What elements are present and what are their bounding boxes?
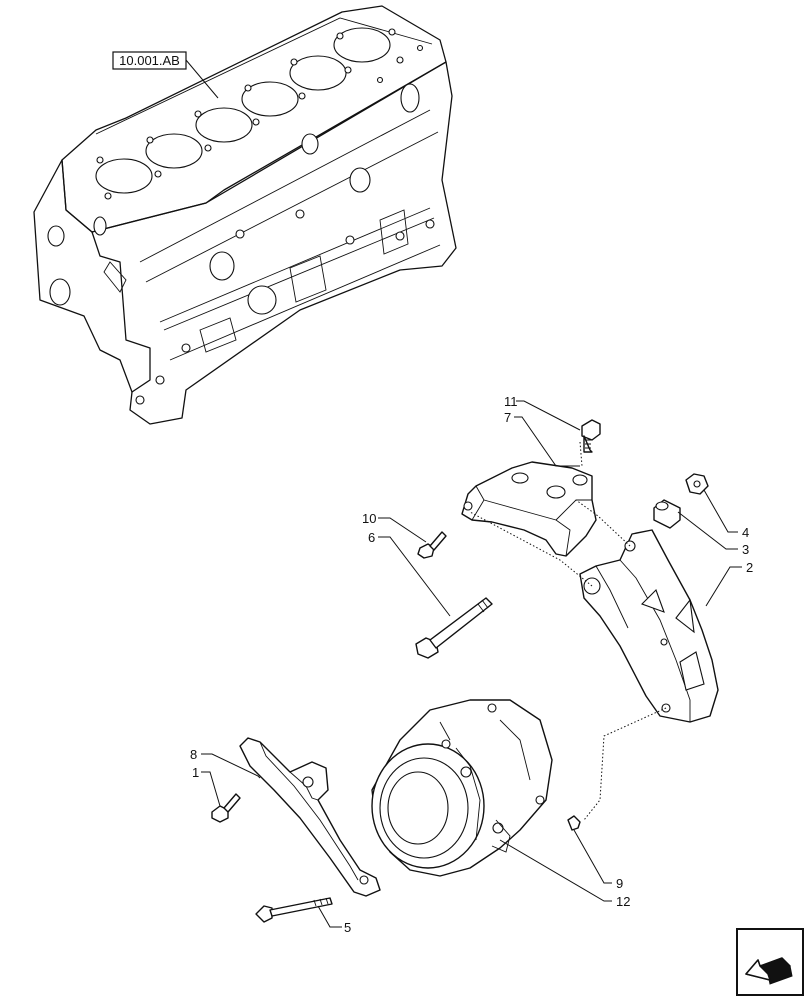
arrow-left-icon[interactable] <box>736 928 804 996</box>
callout-11: 11 <box>504 394 518 409</box>
cylinder-bores <box>95 27 391 194</box>
block-side-details <box>47 83 435 405</box>
upper-bracket <box>461 461 597 557</box>
callout-12: 12 <box>616 894 630 909</box>
callout-9: 9 <box>616 876 623 891</box>
bolt-11 <box>581 419 601 453</box>
reference-label: 10.001.AB <box>119 53 180 68</box>
bolt-10 <box>417 531 447 559</box>
assembly-dotted-lines <box>469 441 667 821</box>
callout-labels: 11 7 10 6 4 3 2 8 1 5 9 12 <box>190 394 753 935</box>
engine-block: 10.001.AB <box>33 5 457 425</box>
bolt-1 <box>211 793 241 823</box>
callout-10: 10 <box>362 511 376 526</box>
callout-8: 8 <box>190 747 197 762</box>
dowel-9 <box>567 815 581 831</box>
long-bolt-6 <box>415 597 493 659</box>
callout-3: 3 <box>742 542 749 557</box>
callout-6: 6 <box>368 530 375 545</box>
head-bolt-holes <box>96 28 424 200</box>
ac-compressor <box>371 699 553 877</box>
long-bolt-5 <box>255 897 333 923</box>
reference-tag[interactable]: 10.001.AB <box>112 51 219 99</box>
lower-bracket <box>239 737 381 897</box>
nut-4 <box>685 473 709 495</box>
callout-4: 4 <box>742 525 749 540</box>
main-bracket <box>579 529 719 723</box>
spacer-3 <box>653 499 681 529</box>
callout-1: 1 <box>192 765 199 780</box>
callout-5: 5 <box>344 920 351 935</box>
callout-7: 7 <box>504 410 511 425</box>
leader-lines <box>201 400 742 928</box>
callout-2: 2 <box>746 560 753 575</box>
